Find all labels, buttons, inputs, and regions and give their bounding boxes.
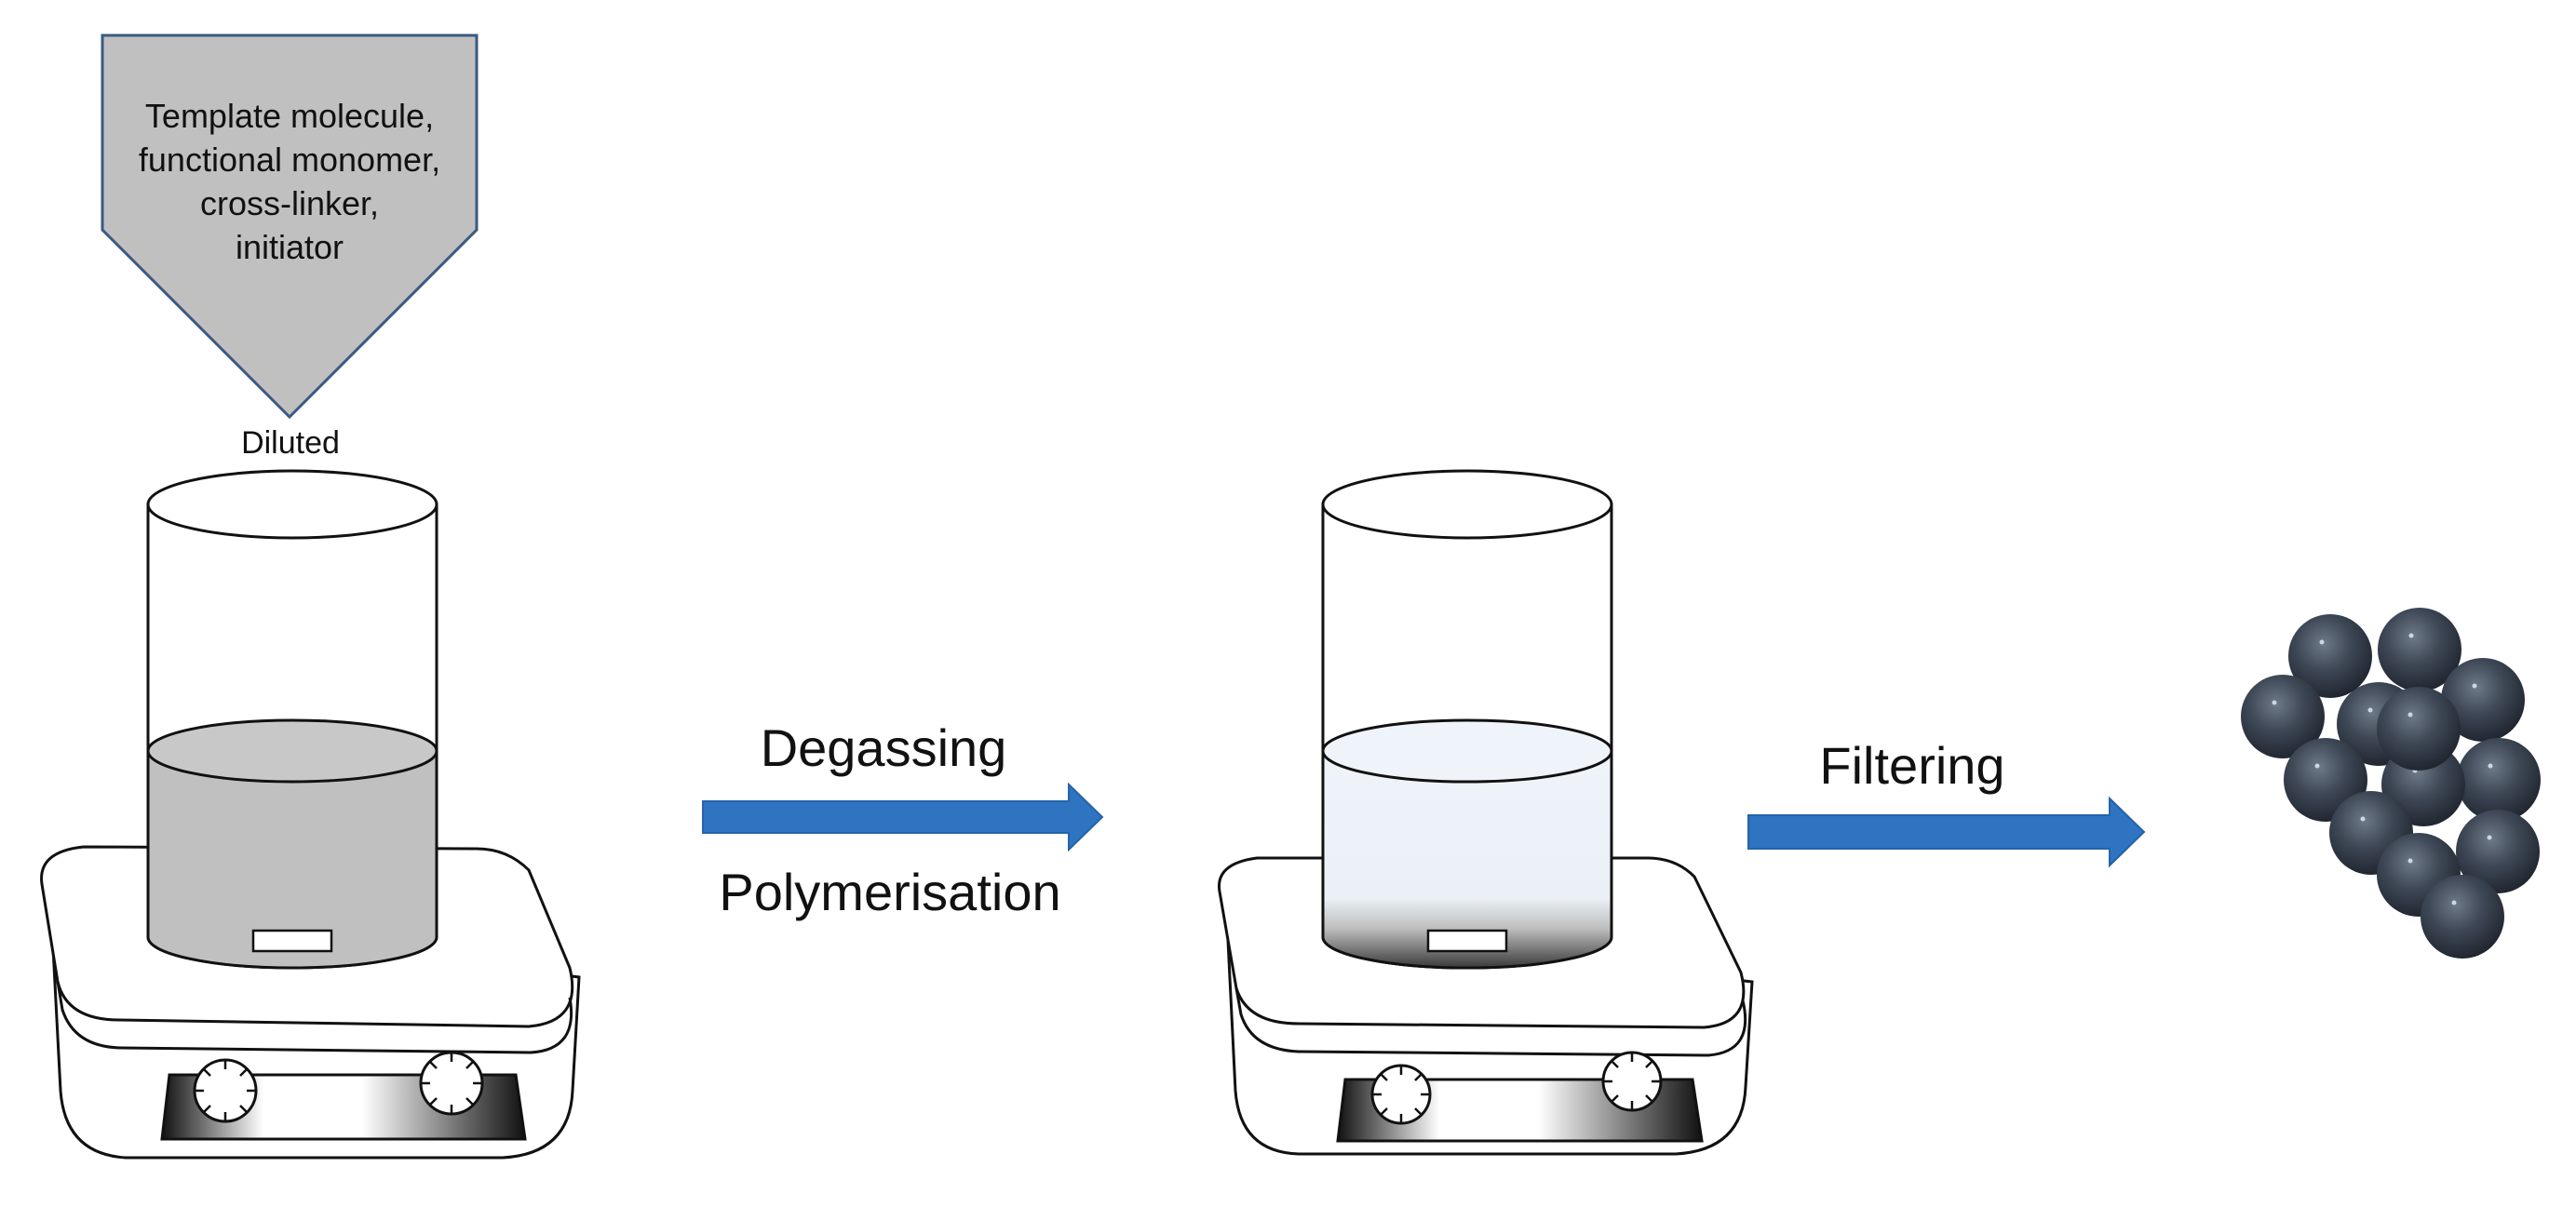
- arrow-step-2: [1747, 796, 2146, 868]
- process-arrow-1: [702, 782, 1104, 852]
- polymer-bead: [2456, 810, 2540, 893]
- stirrer-knob-left: [193, 1058, 258, 1123]
- solution-surface: [1321, 718, 1613, 784]
- polymer-bead: [2241, 675, 2325, 758]
- funnel-shape: [101, 34, 479, 420]
- beaker-2: [1321, 469, 1613, 970]
- polymer-bead: [2441, 658, 2525, 742]
- beaker-rim: [146, 469, 438, 540]
- stir-bar: [251, 929, 333, 953]
- funnel-line-2: functional monomer,: [139, 141, 440, 179]
- polymer-bead: [2377, 687, 2461, 771]
- reagent-funnel: Template molecule, functional monomer, c…: [101, 34, 479, 420]
- beaker-1: [146, 469, 438, 970]
- arrow-step-1: [702, 782, 1104, 852]
- polymerised-solution: [1323, 751, 1612, 968]
- polymer-bead: [2421, 875, 2504, 959]
- funnel-line-3: cross-linker,: [200, 184, 379, 222]
- polymer-bead: [2457, 738, 2541, 822]
- initial-solution: [148, 751, 437, 968]
- beaker-rim: [1321, 469, 1613, 540]
- diluted-label: Diluted: [241, 425, 340, 461]
- filtering-label: Filtering: [1819, 736, 2004, 795]
- polymer-bead: [2288, 614, 2372, 698]
- polymer-bead: [2378, 608, 2461, 691]
- stirrer-knob-right: [1601, 1051, 1663, 1112]
- polymerisation-label: Polymerisation: [719, 863, 1060, 921]
- process-arrow-2: [1747, 796, 2146, 868]
- funnel-line-4: initiator: [236, 228, 344, 266]
- funnel-line-1: Template molecule,: [145, 97, 434, 135]
- stir-bar: [1426, 929, 1508, 953]
- mip-particles: [2241, 608, 2541, 959]
- solution-surface: [146, 718, 438, 784]
- degassing-label: Degassing: [761, 718, 1007, 777]
- stirrer-knob-right: [419, 1051, 484, 1116]
- stirrer-knob-left: [1370, 1064, 1432, 1125]
